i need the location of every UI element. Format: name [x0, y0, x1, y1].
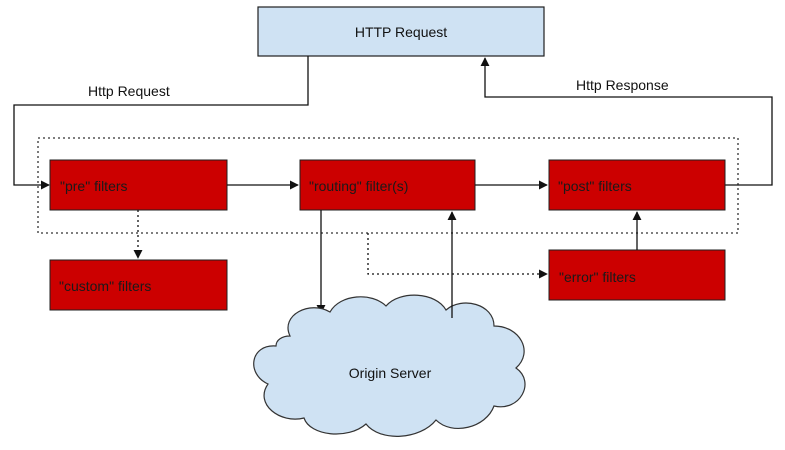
http-request-box: HTTP Request [257, 6, 545, 57]
request-connector [13, 56, 309, 190]
http-request-box-label: HTTP Request [355, 24, 447, 40]
post-filters-box: "post" filters [548, 159, 726, 211]
custom-filters-label: "custom" filters [59, 278, 151, 294]
filter-chain-container [37, 137, 739, 234]
response-connector [480, 57, 773, 186]
post-filters-label: "post" filters [558, 178, 632, 194]
pre-filters-label: "pre" filters [60, 178, 128, 194]
routing-filters-box: "routing" filter(s) [299, 159, 476, 211]
request-edge-label: Http Request [88, 83, 170, 99]
routing-filters-label: "routing" filter(s) [309, 178, 408, 194]
origin-server-cloud: Origin Server [253, 294, 526, 437]
pre-filters-box: "pre" filters [49, 159, 228, 211]
origin-server-label: Origin Server [349, 365, 432, 381]
custom-filters-box: "custom" filters [49, 259, 228, 311]
error-filters-box: "error" filters [548, 249, 726, 301]
response-edge-label: Http Response [576, 77, 669, 93]
chain-to-error-arrow [367, 233, 548, 279]
error-filters-label: "error" filters [559, 269, 636, 285]
